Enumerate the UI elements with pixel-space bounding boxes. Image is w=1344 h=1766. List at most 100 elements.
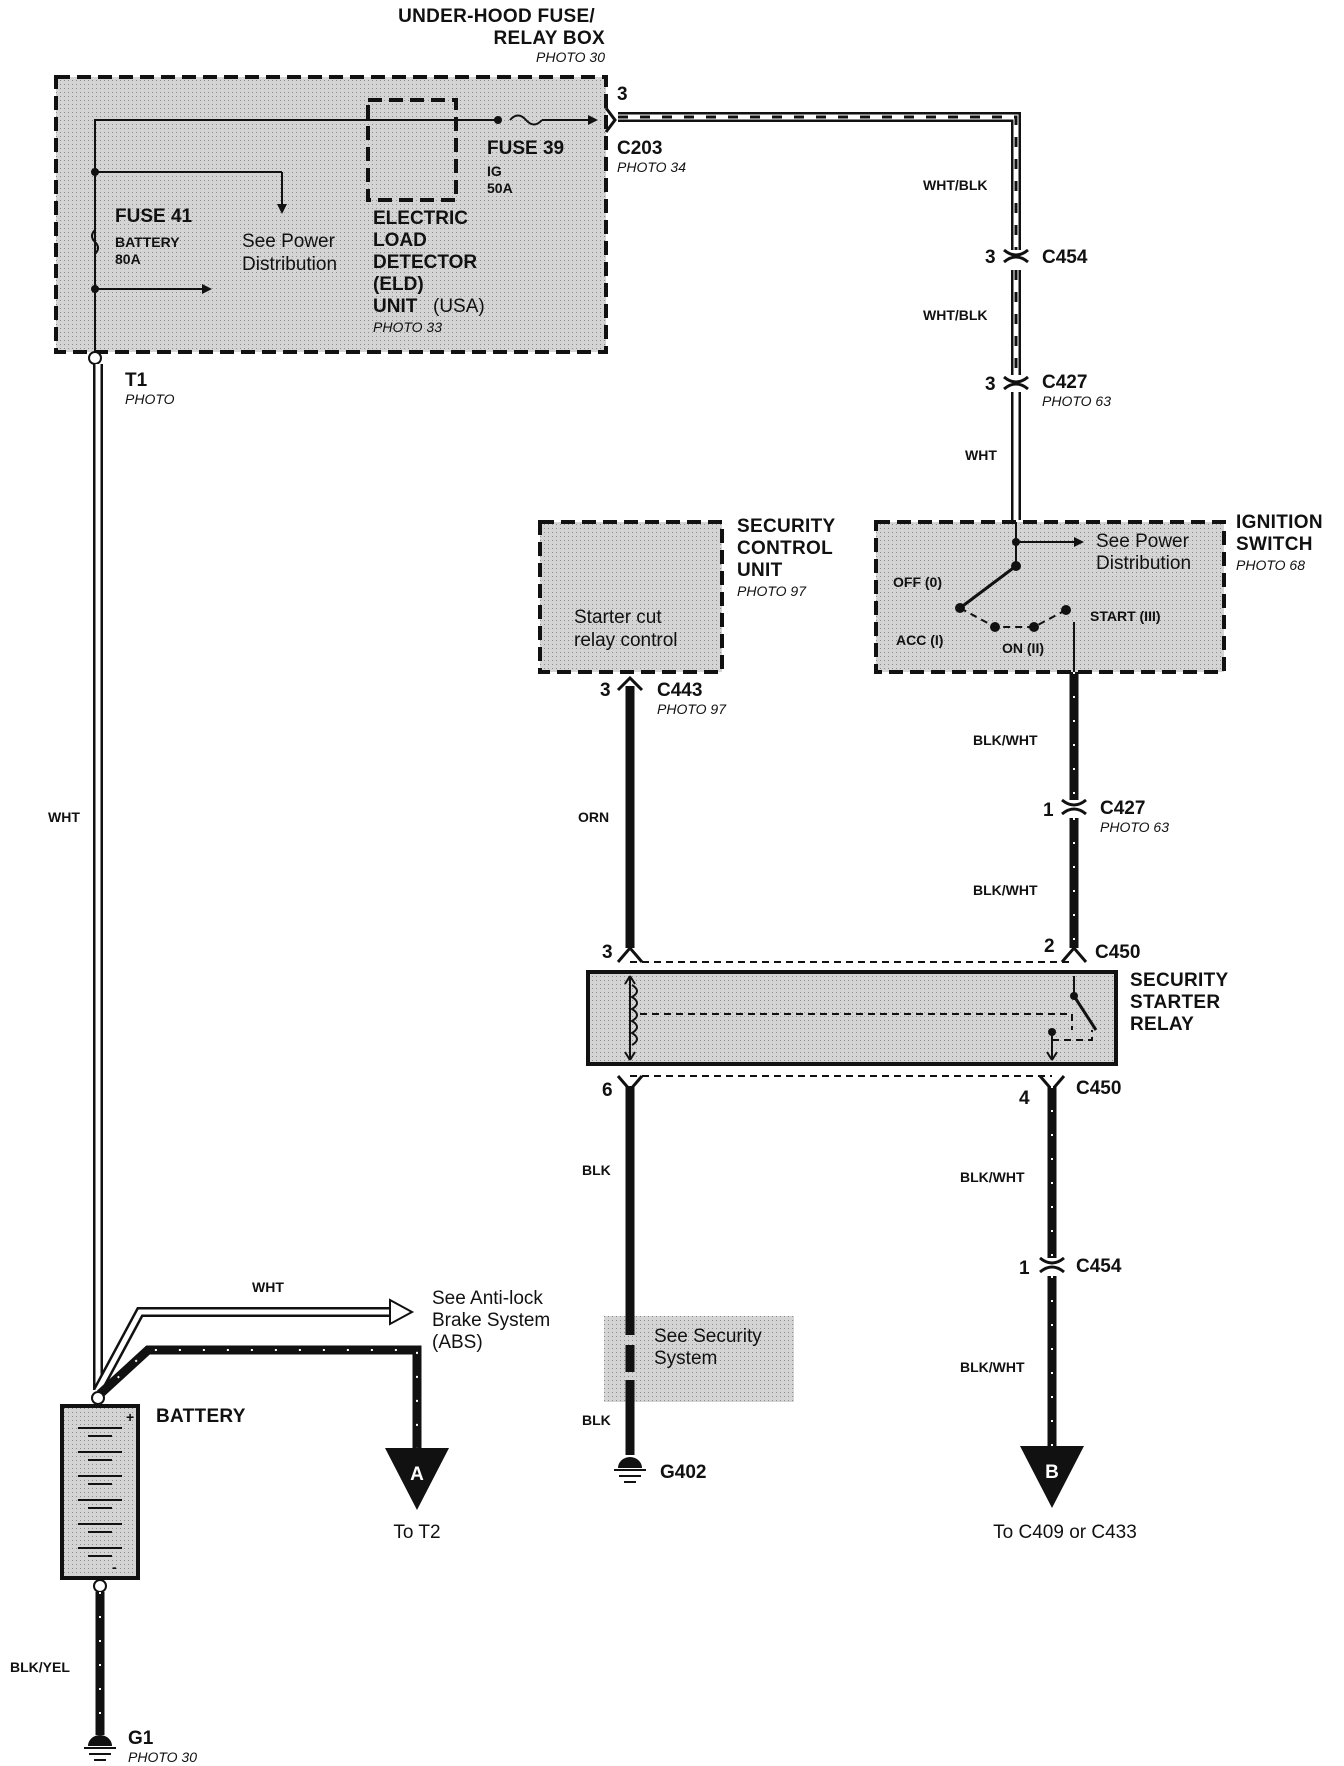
security-starter-relay xyxy=(586,970,1118,1066)
c203-label: C203 xyxy=(617,138,662,159)
c454-top-pin: 3 xyxy=(985,247,996,268)
c427-top-photo: PHOTO 63 xyxy=(1042,393,1111,409)
ign-start: START (III) xyxy=(1090,608,1161,624)
eld-3: DETECTOR xyxy=(373,252,477,273)
scu-title-3: UNIT xyxy=(737,560,783,581)
g1-label: G1 xyxy=(128,1728,154,1749)
blk-label-1: BLK xyxy=(582,1162,611,1178)
relay-switch-contact xyxy=(1072,995,1098,1031)
eld-2: LOAD xyxy=(373,230,427,251)
wht-blk-label-2: WHT/BLK xyxy=(923,307,988,323)
t1-label: T1 xyxy=(125,370,148,391)
c427-mid-photo: PHOTO 63 xyxy=(1100,819,1169,835)
abs-arrow xyxy=(389,1298,415,1326)
battery-plus: + xyxy=(126,1409,134,1425)
wht-left-label: WHT xyxy=(48,809,80,825)
eld-5a: UNIT xyxy=(373,296,418,317)
wht-abs-label: WHT xyxy=(252,1279,284,1295)
under-hood-fuse-relay-box: UNDER-HOOD FUSE/ RELAY BOX PHOTO 30 FUSE… xyxy=(54,6,628,354)
t1-terminal xyxy=(88,351,102,365)
wht-blk-label-1: WHT/BLK xyxy=(923,177,988,193)
c427-top-label: C427 xyxy=(1042,372,1087,393)
ign-off: OFF (0) xyxy=(893,574,942,590)
relay-title-3: RELAY xyxy=(1130,1014,1194,1035)
security-system-note: See Security System xyxy=(604,1316,794,1402)
blk-wht-label-3: BLK/WHT xyxy=(960,1169,1025,1185)
wire-to-t2 xyxy=(96,1345,422,1448)
g402-label: G402 xyxy=(660,1462,706,1483)
fuse-box-bus xyxy=(94,119,495,350)
fuse41-sub2: 80A xyxy=(115,251,141,267)
fuse39-label: FUSE 39 xyxy=(487,138,564,159)
starter-cut-2: relay control xyxy=(574,630,678,651)
c450-bot-label: C450 xyxy=(1076,1078,1121,1099)
scu-title-1: SECURITY xyxy=(737,516,835,537)
ign-see-power-1: See Power xyxy=(1096,531,1190,552)
wire-wht-blk xyxy=(618,112,1021,375)
c427-mid-connector xyxy=(1061,798,1087,816)
eld-5b: (USA) xyxy=(433,296,485,317)
see-power-2: Distribution xyxy=(242,254,337,275)
g1-photo: PHOTO 30 xyxy=(128,1749,197,1765)
security-control-unit: Starter cut relay control xyxy=(538,520,724,674)
ign-title-1: IGNITION xyxy=(1236,512,1323,533)
t1-photo: PHOTO xyxy=(125,391,175,407)
c443-photo: PHOTO 97 xyxy=(657,701,727,717)
offpage-connector-a: A xyxy=(385,1448,449,1510)
blk-label-2: BLK xyxy=(582,1412,611,1428)
fuse-box-photo: PHOTO 30 xyxy=(536,49,605,65)
ignition-switch xyxy=(874,520,1226,674)
offpage-a-letter: A xyxy=(410,1464,424,1485)
relay-title-1: SECURITY xyxy=(1130,970,1228,991)
offpage-b-text: To C409 or C433 xyxy=(993,1522,1137,1543)
g402-ground-icon xyxy=(614,1457,646,1483)
c450-pin6: 6 xyxy=(602,1080,613,1101)
offpage-b-letter: B xyxy=(1045,1462,1059,1483)
c427-top-pin: 3 xyxy=(985,374,996,395)
ign-on: ON (II) xyxy=(1002,640,1044,656)
fuse-box-pin3: 3 xyxy=(617,84,628,105)
abs-2: Brake System xyxy=(432,1310,550,1331)
c454-bot-connector xyxy=(1039,1256,1065,1274)
c454-top-connector xyxy=(1003,248,1029,264)
battery-label: BATTERY xyxy=(156,1406,246,1427)
c454-bot-label: C454 xyxy=(1076,1256,1122,1277)
c427-mid-label: C427 xyxy=(1100,798,1145,819)
c450-top-label: C450 xyxy=(1095,942,1140,963)
c450-top-connector-left xyxy=(616,945,644,963)
blk-wht-label-1: BLK/WHT xyxy=(973,732,1038,748)
ignition-switch-lever xyxy=(959,564,1017,610)
blk-yel-label: BLK/YEL xyxy=(10,1659,70,1675)
scu-photo: PHOTO 97 xyxy=(737,583,807,599)
fuse41-sub1: BATTERY xyxy=(115,234,180,250)
eld-4: (ELD) xyxy=(373,274,424,295)
see-power-1: See Power xyxy=(242,231,336,252)
battery-minus: - xyxy=(112,1559,117,1575)
scu-title-2: CONTROL xyxy=(737,538,833,559)
wht-top-label: WHT xyxy=(965,447,997,463)
fuse41-symbol xyxy=(91,229,99,255)
c450-pin4: 4 xyxy=(1019,1088,1030,1109)
relay-coil xyxy=(630,984,638,1046)
fuse39-symbol xyxy=(509,114,543,126)
orn-label: ORN xyxy=(578,809,609,825)
c450-pin2: 2 xyxy=(1044,936,1055,957)
c203-photo: PHOTO 34 xyxy=(617,159,686,175)
fuse39-sub1: IG xyxy=(487,163,502,179)
battery-icon: + - xyxy=(60,1404,140,1580)
ign-see-power-2: Distribution xyxy=(1096,553,1191,574)
starter-cut-1: Starter cut xyxy=(574,607,662,628)
c203-connector xyxy=(604,107,617,133)
c450-top-connector-right xyxy=(1060,945,1088,963)
c454-bot-pin: 1 xyxy=(1019,1258,1030,1279)
c443-label: C443 xyxy=(657,680,702,701)
eld-photo: PHOTO 33 xyxy=(373,319,442,335)
abs-1: See Anti-lock xyxy=(432,1288,543,1309)
fuse-box-title-2: RELAY BOX xyxy=(494,28,605,49)
relay-title-2: STARTER xyxy=(1130,992,1220,1013)
see-security-2: System xyxy=(654,1348,717,1369)
fuse39-sub2: 50A xyxy=(487,180,513,196)
abs-3: (ABS) xyxy=(432,1332,483,1353)
c443-pin: 3 xyxy=(600,680,611,701)
ign-photo: PHOTO 68 xyxy=(1236,557,1305,573)
